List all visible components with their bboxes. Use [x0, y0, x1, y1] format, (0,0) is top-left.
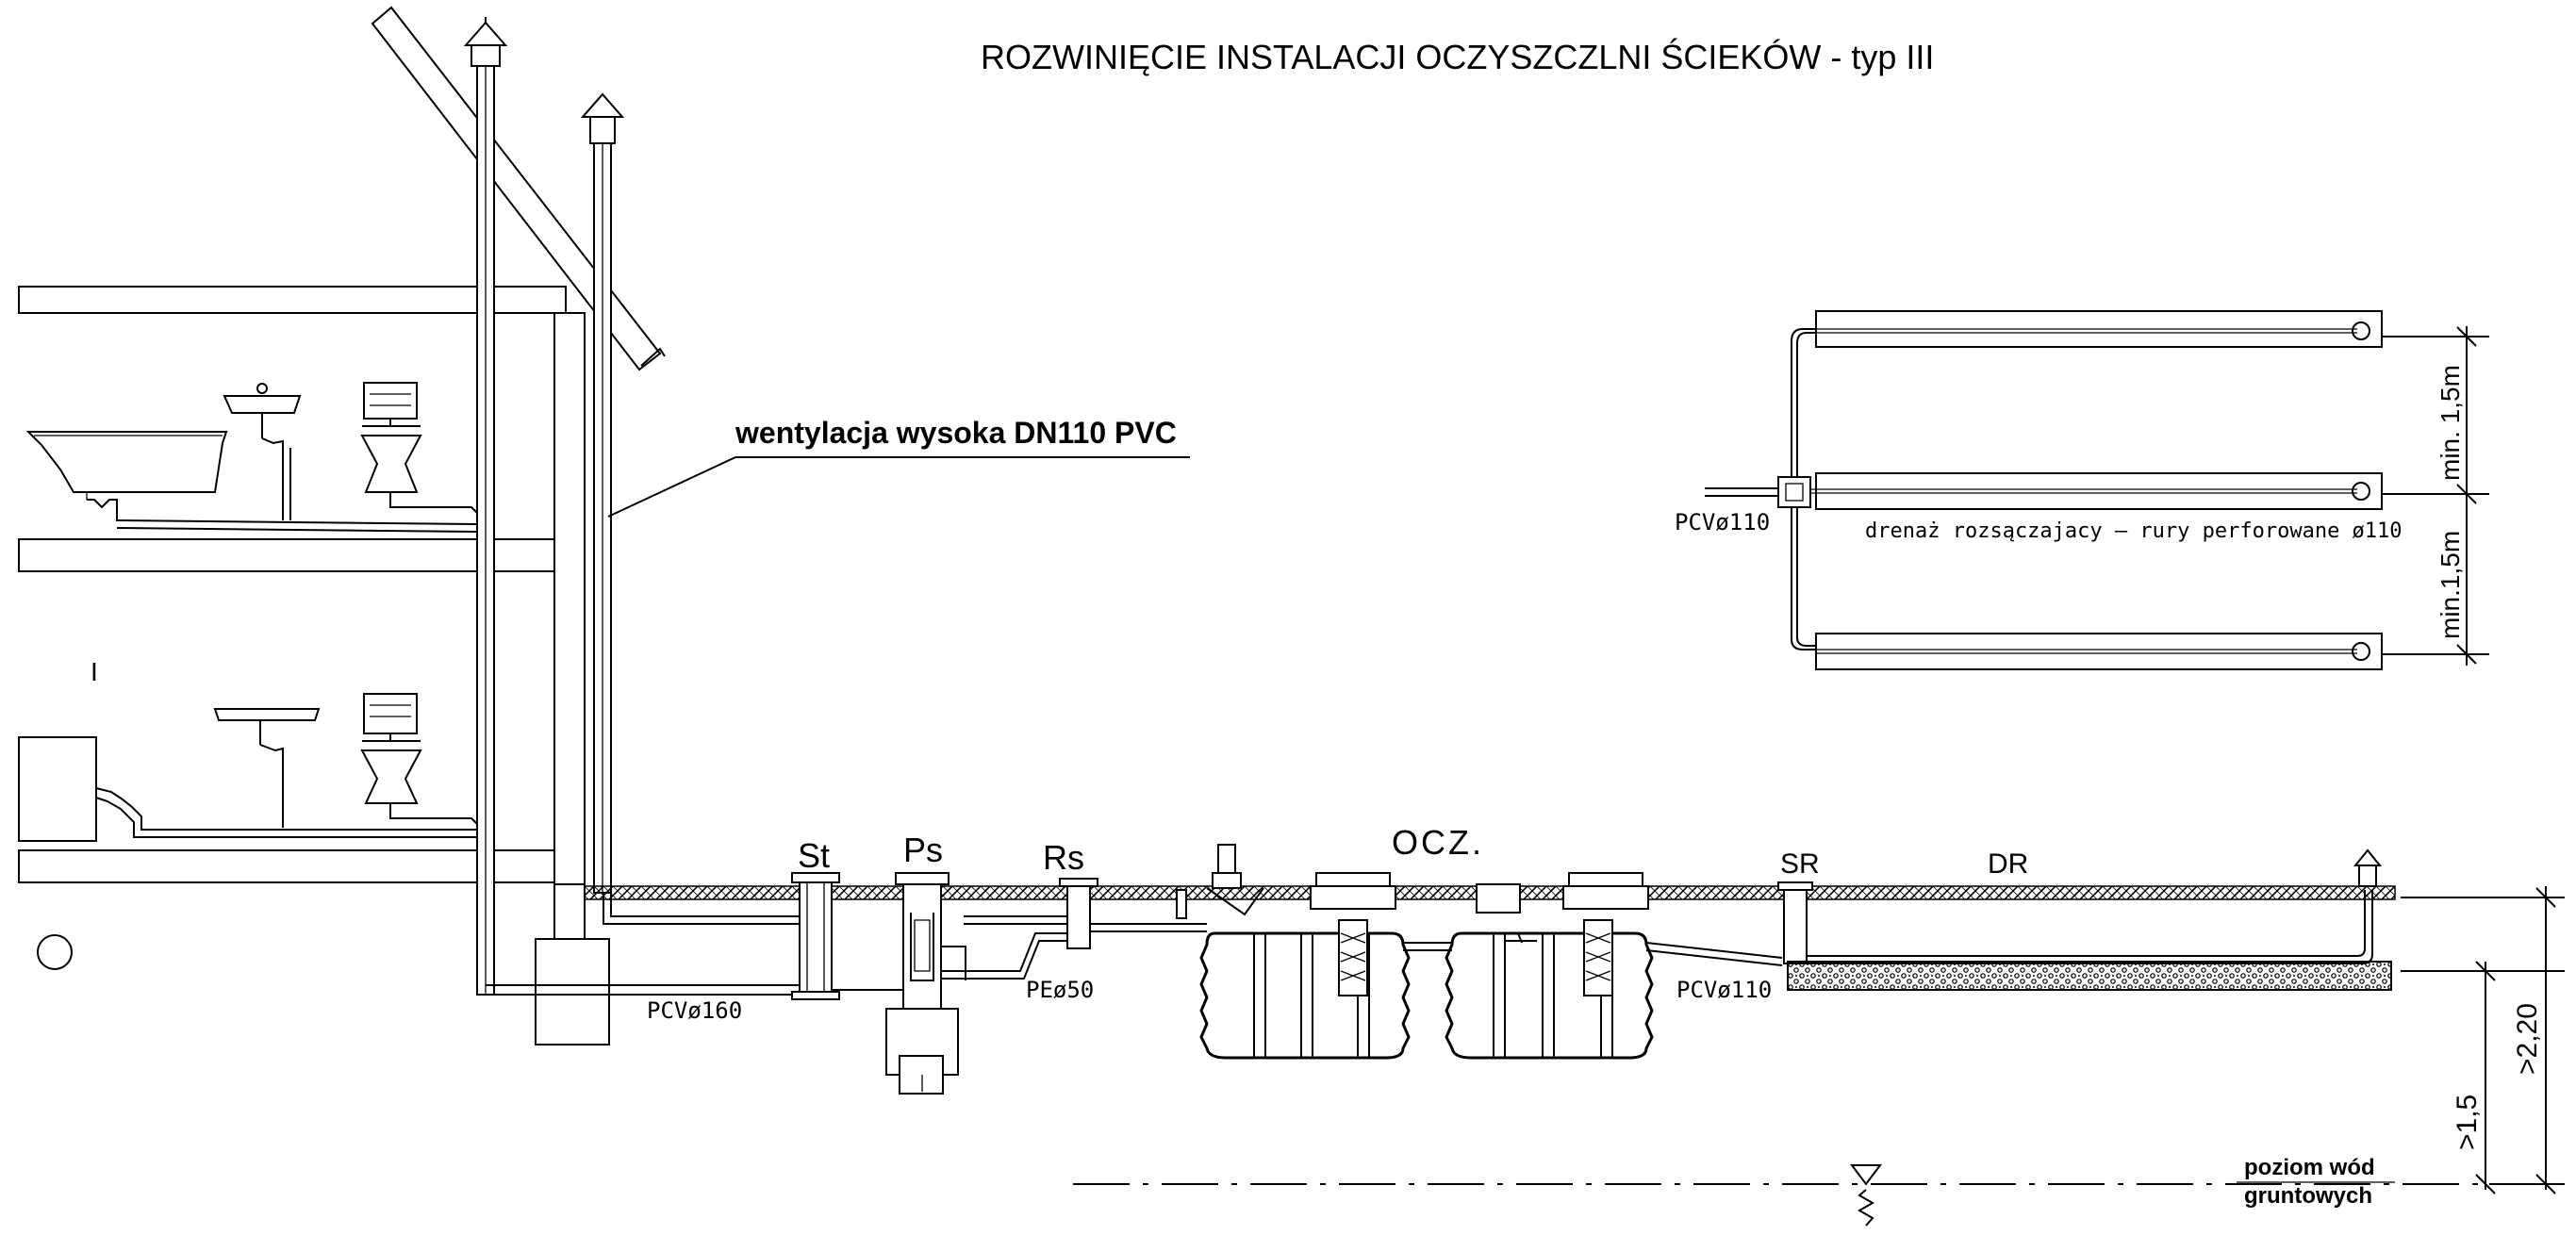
inspection-opening	[37, 934, 73, 970]
dr-label: DR	[1988, 848, 2028, 880]
sewer-pipe-main	[486, 893, 801, 996]
roof-slab	[18, 286, 567, 314]
treatment-tank-1	[1199, 844, 1411, 1060]
building-wall	[553, 312, 586, 885]
appliance-lower	[18, 736, 97, 842]
spacing-top-label: min. 1,5m	[2436, 365, 2465, 481]
toilet-upper	[360, 382, 422, 493]
depth-total-label: >2,20	[2512, 1003, 2543, 1075]
groundwater-label-1: poziom wód	[2244, 1155, 2375, 1180]
drain-lateral-2	[1815, 472, 2383, 510]
treatment-tank-2	[1445, 872, 1654, 1060]
st-label: St	[798, 836, 830, 875]
ocz-label: OCZ.	[1392, 823, 1484, 862]
washbasin-lower	[213, 708, 321, 828]
dr-drainage-bed	[1787, 848, 2392, 991]
page-title: ROZWINIĘCIE INSTALACJI OCZYSZCZLNI ŚCIEK…	[981, 37, 1934, 76]
pipe-outflow-label: PCVø110	[1676, 977, 1772, 1003]
plan-spacing-dimensions	[2382, 326, 2489, 666]
floor-slab-upper	[18, 538, 559, 572]
groundwater-symbol	[1850, 1164, 1882, 1227]
pe-pressure-pipe	[941, 915, 1067, 980]
plan-pipe-label: PCVø110	[1675, 509, 1770, 535]
drainage-label: drenaż rozsączajacy – rury perforowane ø…	[1865, 519, 2403, 543]
groundwater-label-2: gruntowych	[2244, 1183, 2372, 1209]
depth-water-label: >1,5	[2452, 1095, 2483, 1150]
sr-distribution-well	[1777, 881, 1813, 964]
drainage-plan-view	[1705, 310, 2383, 670]
wall-foundation	[553, 883, 586, 940]
washbasin-upper	[223, 383, 302, 448]
rs-chamber	[1059, 878, 1098, 949]
floor-slab-lower	[18, 849, 559, 883]
bathtub-upper	[25, 431, 228, 500]
depth-dimensions	[2401, 886, 2565, 1194]
ps-label: Ps	[903, 831, 943, 869]
roof-slope	[371, 6, 662, 371]
roman-numeral-label: I	[91, 657, 98, 686]
lower-floor-drains	[95, 787, 478, 838]
upper-floor-drains	[87, 448, 478, 533]
foundation-footing	[535, 938, 610, 1046]
drain-lateral-3	[1815, 633, 2383, 670]
pipe-main-label: PCVø160	[647, 997, 742, 1024]
sr-label: SR	[1780, 848, 1820, 880]
rs-label: Rs	[1043, 838, 1084, 877]
spacing-bottom-label: min.1,5m	[2436, 531, 2465, 639]
ps-pump-station	[832, 872, 966, 1095]
toilet-lower	[360, 693, 422, 804]
st-inspection-chamber	[791, 872, 840, 1000]
building	[18, 6, 666, 1046]
vent-stack-main	[463, 17, 508, 996]
ventilation-label: wentylacja wysoka DN110 PVC	[735, 416, 1177, 450]
vent-stack-high	[580, 92, 625, 894]
pe-pipe-label: PEø50	[1026, 977, 1094, 1003]
